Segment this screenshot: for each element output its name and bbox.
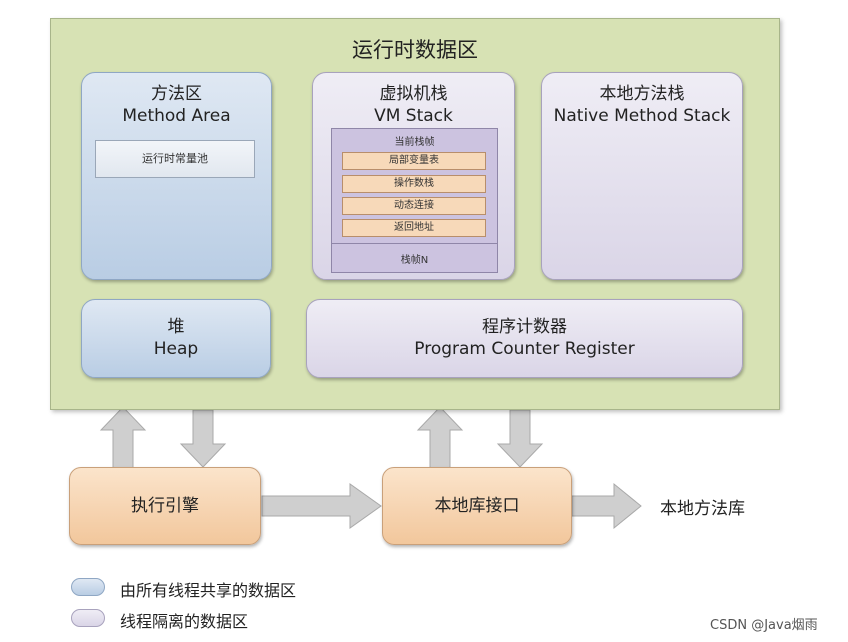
native-stack-title-en: Native Method Stack: [553, 106, 731, 126]
legend-shared-swatch: [71, 578, 105, 596]
pc-register-title-cn: 程序计数器: [482, 317, 567, 337]
pc-register-title-en: Program Counter Register: [414, 339, 635, 359]
frame-slot-local-vars: 局部变量表: [342, 152, 486, 170]
frame-slot-dynamic-link: 动态连接: [342, 197, 486, 215]
native-method-library-label: 本地方法库: [660, 499, 745, 519]
native-library-interface: 本地库接口: [382, 467, 572, 545]
program-counter-register: 程序计数器 Program Counter Register: [306, 299, 743, 378]
native-stack-title-cn: 本地方法栈: [599, 84, 685, 104]
legend-isolated-label: 线程隔离的数据区: [120, 612, 249, 631]
arrow-up-engine-icon: [99, 406, 147, 469]
vm-stack-title-en: VM Stack: [374, 106, 453, 126]
watermark: CSDN @Java烟雨: [710, 618, 818, 633]
runtime-constant-pool: 运行时常量池: [95, 140, 255, 178]
runtime-data-area-title: 运行时数据区: [352, 38, 478, 62]
execution-engine-label: 执行引擎: [131, 496, 199, 516]
arrow-down-interface-icon: [496, 409, 544, 468]
execution-engine: 执行引擎: [69, 467, 261, 545]
arrow-right-engine-icon: [261, 483, 382, 529]
legend-isolated-swatch: [71, 609, 105, 627]
frame-slot-operand-stack: 操作数栈: [342, 175, 486, 193]
frame-divider: [331, 243, 498, 244]
vm-stack-title-cn: 虚拟机栈: [379, 84, 448, 104]
arrow-down-engine-icon: [179, 409, 227, 468]
native-interface-label: 本地库接口: [434, 496, 520, 516]
current-frame-label: 当前栈帧: [394, 137, 435, 148]
legend-shared-label: 由所有线程共享的数据区: [120, 581, 297, 600]
frame-slot-return-address: 返回地址: [342, 219, 486, 237]
method-area-title-en: Method Area: [122, 106, 231, 126]
heap-title-en: Heap: [153, 339, 199, 359]
heap: 堆 Heap: [81, 299, 271, 378]
arrow-up-interface-icon: [416, 406, 464, 469]
heap-title-cn: 堆: [167, 317, 185, 337]
method-area-title-cn: 方法区: [151, 84, 202, 104]
arrow-right-library-icon: [571, 482, 642, 530]
frame-n-label: 栈帧N: [400, 255, 429, 266]
native-method-stack: 本地方法栈 Native Method Stack: [541, 72, 743, 280]
